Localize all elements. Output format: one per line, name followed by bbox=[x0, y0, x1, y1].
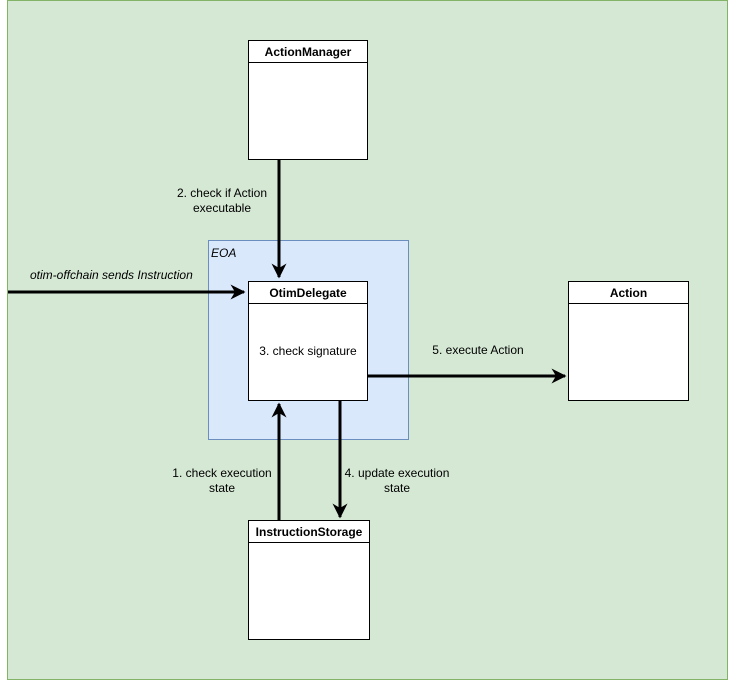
action-title: Action bbox=[569, 282, 688, 304]
action-manager-title: ActionManager bbox=[249, 41, 367, 63]
check-state-label-1: 1. check execution bbox=[172, 466, 272, 480]
instruction-storage-box[interactable]: InstructionStorage bbox=[248, 520, 370, 640]
action-manager-box[interactable]: ActionManager bbox=[248, 40, 368, 160]
otim-delegate-body-text: 3. check signature bbox=[259, 344, 357, 358]
action-box[interactable]: Action bbox=[568, 281, 689, 401]
eoa-label: EOA bbox=[211, 246, 237, 260]
check-action-label-1: 2. check if Action bbox=[176, 186, 268, 200]
update-state-label-2: state bbox=[383, 481, 410, 495]
check-state-label-2: state bbox=[208, 481, 235, 495]
update-state-label-1: 4. update execution bbox=[344, 466, 450, 480]
check-action-label-2: executable bbox=[192, 201, 252, 215]
instruction-storage-title: InstructionStorage bbox=[249, 521, 369, 543]
otim-delegate-title: OtimDelegate bbox=[249, 282, 367, 304]
otim-delegate-box[interactable]: OtimDelegate 3. check signature bbox=[248, 281, 368, 401]
execute-action-label: 5. execute Action bbox=[432, 343, 524, 357]
incoming-instruction-label: otim-offchain sends Instruction bbox=[30, 268, 193, 282]
